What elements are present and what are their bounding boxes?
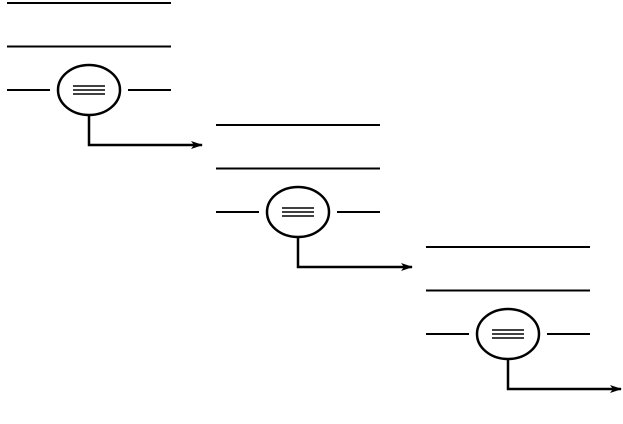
stage-2-connector-arrow [296,237,413,271]
stage-1-connector-arrow [87,115,203,149]
stage-3-connector-arrow [506,359,622,393]
